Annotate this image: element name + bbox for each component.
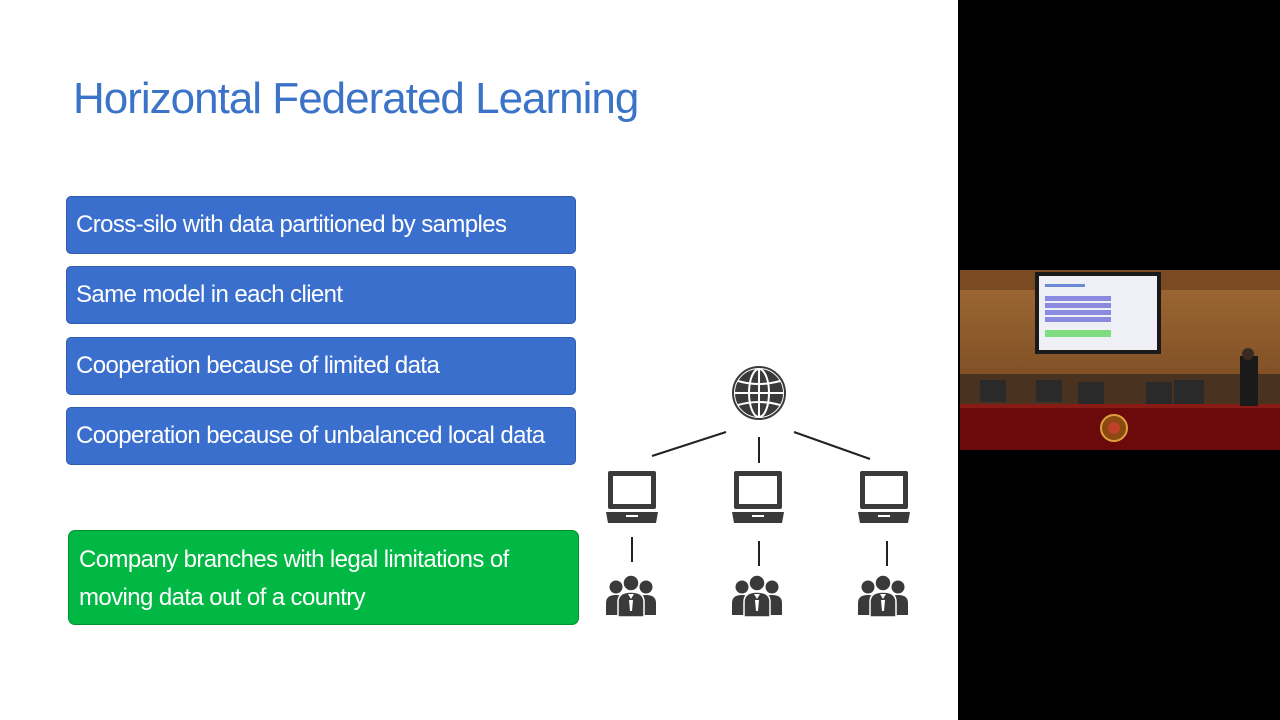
example-box-company-branches: Company branches with legal limitations … (68, 530, 579, 625)
bullet-text: Cooperation because of unbalanced local … (76, 422, 545, 449)
slide-title: Horizontal Federated Learning (73, 74, 639, 123)
laptop-icon (732, 471, 784, 523)
user-group-icon (857, 574, 909, 618)
speaker-video (960, 270, 1280, 450)
bullet-box-unbalanced-data: Cooperation because of unbalanced local … (66, 407, 576, 465)
presentation-slide: Horizontal Federated Learning Cross-silo… (0, 0, 958, 720)
example-line: moving data out of a country (79, 584, 366, 611)
bullet-box-limited-data: Cooperation because of limited data (66, 337, 576, 395)
laptop-icon (858, 471, 910, 523)
bullet-box-same-model: Same model in each client (66, 266, 576, 324)
example-line: Company branches with legal limitations … (79, 546, 509, 573)
user-group-icon (731, 574, 783, 618)
laptop-icon (606, 471, 658, 523)
bullet-text: Cooperation because of limited data (76, 352, 440, 379)
globe-icon (732, 366, 786, 420)
user-group-icon (605, 574, 657, 618)
bullet-text: Cross-silo with data partitioned by samp… (76, 211, 507, 238)
speaker-video-frame (960, 270, 1280, 450)
bullet-box-cross-silo: Cross-silo with data partitioned by samp… (66, 196, 576, 254)
bullet-text: Same model in each client (76, 281, 343, 308)
